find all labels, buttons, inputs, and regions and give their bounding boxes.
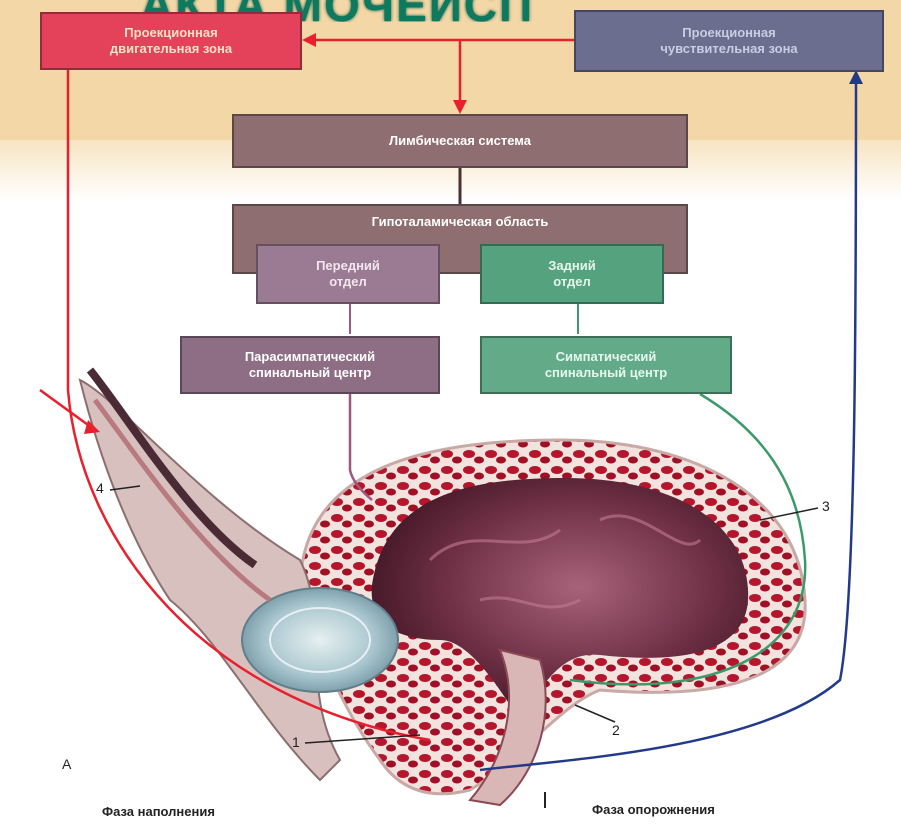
prostate [242,588,398,692]
para-line-1: Парасимпатический [245,349,375,365]
posterior-section-box: Задний отдел [480,244,664,304]
label-3: 3 [822,498,830,514]
parasympathetic-center-box: Парасимпатический спинальный центр [180,336,440,394]
label-4: 4 [96,480,104,496]
filling-phase-caption: Фаза наполнения [102,804,215,819]
limbic-label: Лимбическая система [389,133,531,149]
pubic-tissue [80,380,340,780]
motor-line-2: двигательная зона [110,41,232,57]
hypothalamus-label: Гипоталамическая область [372,214,549,230]
limbic-system-box: Лимбическая система [232,114,688,168]
sensory-line-1: Проекционная [682,25,775,41]
anterior-line-2: отдел [329,274,367,290]
para-line-2: спинальный центр [249,365,371,381]
label-2: 2 [612,722,620,738]
posterior-line-1: Задний [548,258,595,274]
symp-line-1: Симпатический [556,349,657,365]
label-1: 1 [292,734,300,750]
sensory-cortex-box: Проекционная чувствительная зона [574,10,884,72]
anterior-line-1: Передний [316,258,380,274]
sensory-line-2: чувствительная зона [660,41,797,57]
sympathetic-center-box: Симпатический спинальный центр [480,336,732,394]
emptying-phase-caption: Фаза опорожнения [592,802,715,817]
motor-cortex-box: Проекционная двигательная зона [40,12,302,70]
motor-line-1: Проекционная [124,25,217,41]
symp-line-2: спинальный центр [545,365,667,381]
posterior-line-2: отдел [553,274,591,290]
panel-label: А [62,756,71,772]
anterior-section-box: Передний отдел [256,244,440,304]
